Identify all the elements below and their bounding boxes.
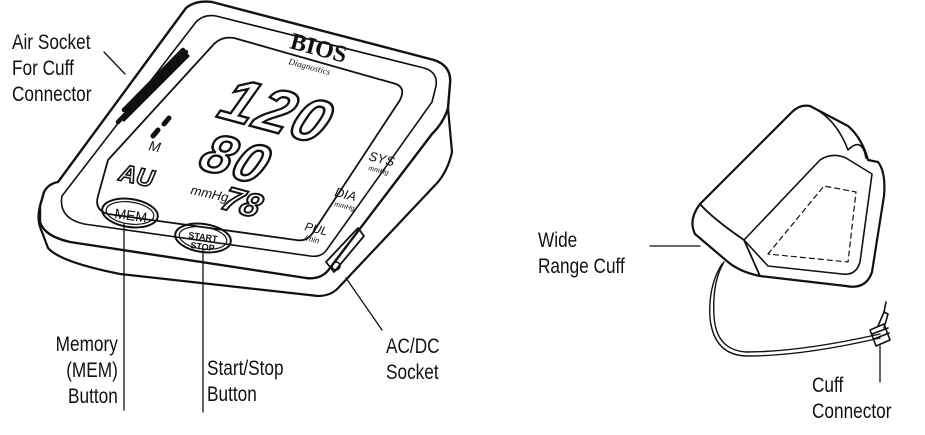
cuff-illustration (691, 104, 886, 357)
callout-air-socket-line-3: Connector (12, 83, 92, 106)
callout-memory-line-2: (MEM) (66, 359, 118, 382)
callout-memory-line-3: Button (68, 385, 118, 408)
callout-cuff-line-1: Wide (538, 229, 578, 252)
callout-cuff-line-2: Range Cuff (538, 255, 625, 278)
memory-indicator: M (147, 137, 162, 155)
callout-start-stop-button: Start/Stop Button (207, 356, 284, 408)
mem-button-label: MEM (114, 205, 149, 225)
callout-connector-line-2: Connector (812, 400, 892, 423)
acdc-socket-shape (325, 227, 365, 273)
callout-acdc-line-1: AC/DC (386, 335, 440, 358)
callout-connector-line-1: Cuff (812, 374, 844, 397)
monitor-unit (37, 0, 454, 298)
callout-cuff-connector: Cuff Connector (812, 373, 891, 425)
callout-memory-line-1: Memory (55, 333, 118, 356)
sys-unit: mmHg (368, 165, 390, 177)
callout-memory-button: Memory (MEM) Button (56, 332, 118, 410)
dia-unit: mmHg (334, 201, 356, 213)
callout-air-socket-line-2: For Cuff (12, 57, 74, 80)
callout-leader-lines (103, 51, 881, 413)
pul-label: PUL (303, 219, 329, 238)
callout-wide-range-cuff: Wide Range Cuff (538, 228, 625, 280)
pul-unit: /min (303, 233, 321, 246)
start-button-label-1: START (188, 230, 219, 244)
callout-air-socket-line-1: Air Socket (12, 31, 91, 54)
cuff-connector-shape (869, 301, 891, 347)
lcd-bar-graph (150, 115, 172, 139)
start-button-label-2: STOP (190, 240, 215, 253)
callout-air-socket: Air Socket For Cuff Connector (12, 30, 91, 108)
air-socket-bars (115, 47, 189, 125)
callout-start-stop-line-2: Button (207, 383, 257, 406)
dia-label: DIA (333, 184, 358, 204)
callout-acdc-line-2: Socket (386, 361, 439, 384)
callout-acdc-socket: AC/DC Socket (386, 334, 440, 386)
sys-label: SYS (367, 148, 396, 169)
start-stop-button-shape (174, 222, 232, 254)
mode-indicator: AU (116, 159, 157, 193)
callout-start-stop-line-1: Start/Stop (207, 357, 284, 380)
mem-button-shape (101, 197, 159, 229)
